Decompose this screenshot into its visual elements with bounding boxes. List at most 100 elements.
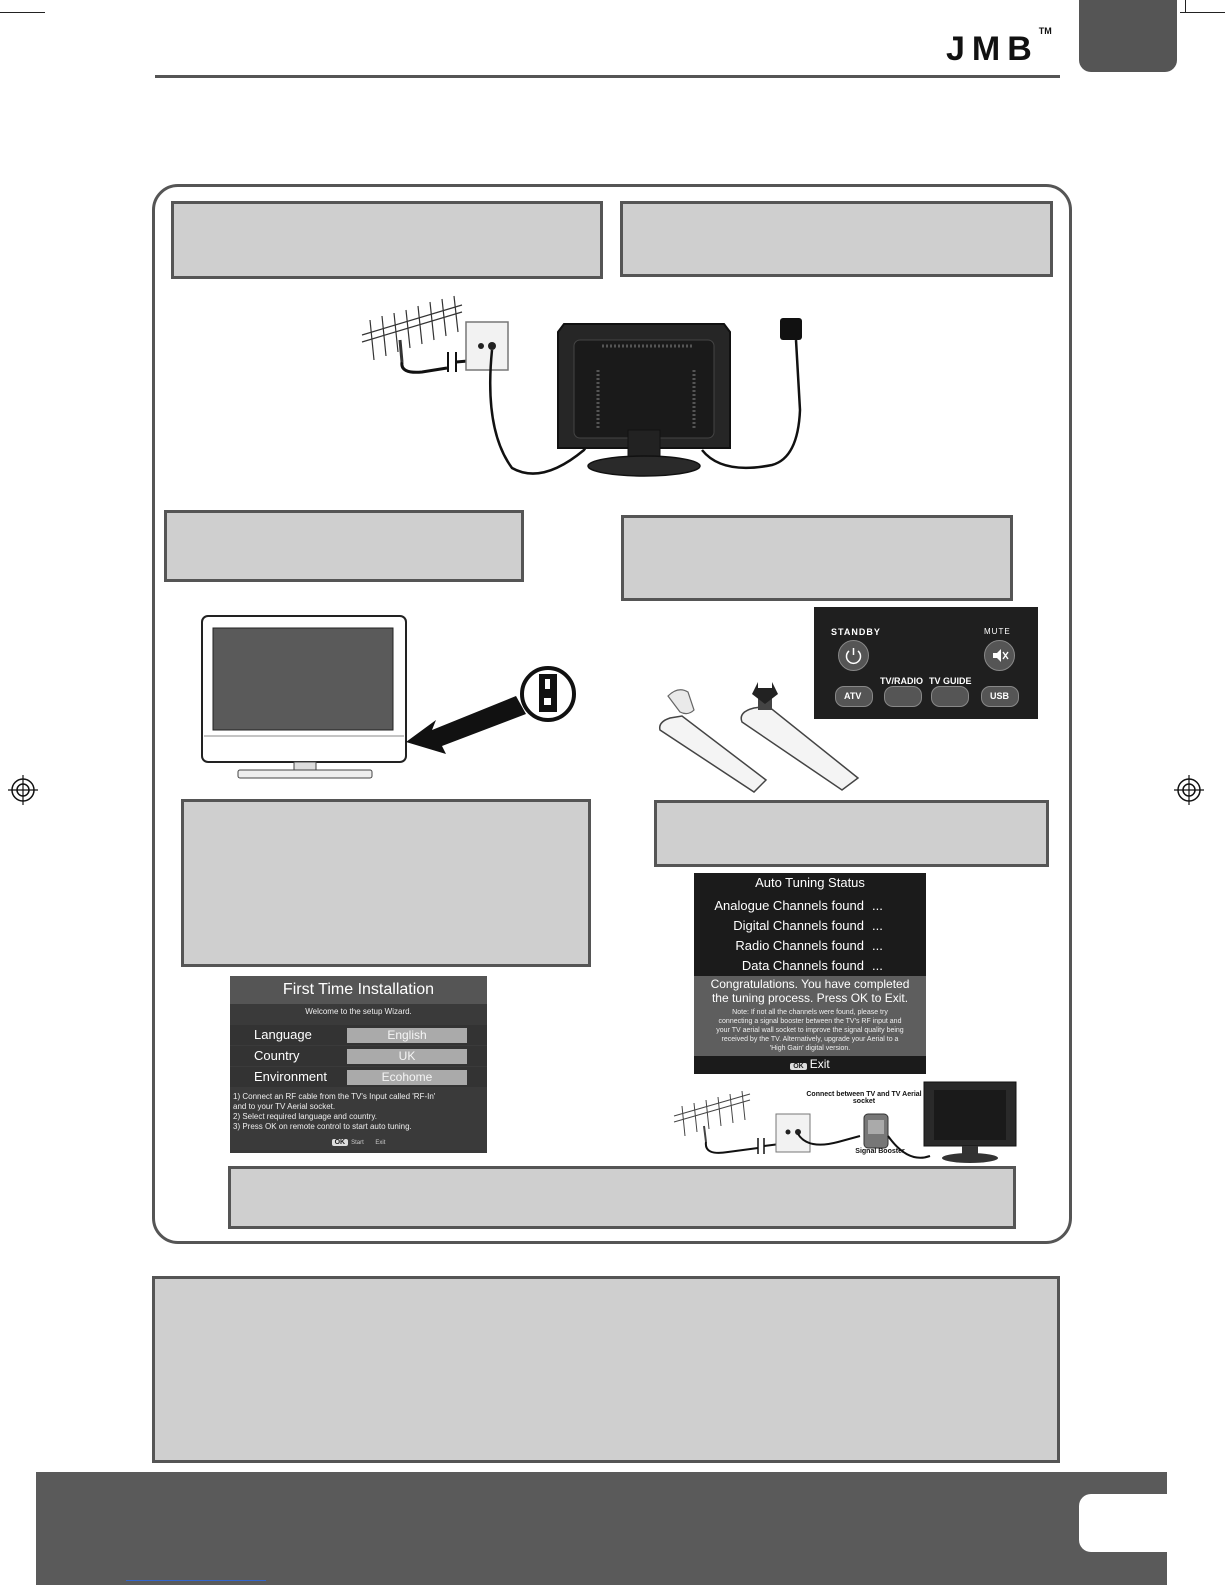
first-time-installation-menu: First Time Installation Welcome to the s…: [230, 976, 487, 1153]
power-icon: [845, 648, 862, 665]
remote-battery-diagram: [658, 682, 860, 793]
header-rule: [155, 75, 1060, 78]
signal-booster-diagram: [673, 1081, 1017, 1163]
remote-control-panel: STANDBY MUTE TV/RADIO TV GUIDE ATV USB: [814, 607, 1038, 719]
wall-socket-icon: [465, 321, 509, 371]
signal-booster-label: Signal Booster: [855, 1148, 905, 1155]
mute-button[interactable]: [984, 640, 1015, 671]
fti-row-language[interactable]: Language English: [230, 1025, 487, 1045]
usb-button[interactable]: USB: [981, 686, 1019, 707]
down-arrow-icon: [752, 682, 778, 704]
ats-row-dots: ...: [872, 958, 883, 973]
mute-icon: [993, 649, 1009, 662]
ats-row-dots: ...: [872, 938, 883, 953]
ok-key-icon: OK: [790, 1063, 807, 1070]
ats-title: Auto Tuning Status: [755, 875, 865, 890]
registration-mark-icon: [8, 775, 38, 805]
corner-tab: [1079, 0, 1177, 72]
signal-booster-icon: [863, 1113, 889, 1149]
booster-connect-line: socket: [852, 1098, 876, 1105]
ats-note-line: 'High Gain' digital version.: [769, 1045, 851, 1052]
ats-exit-label: Exit: [809, 1057, 830, 1071]
aerial-icon: [673, 1090, 751, 1143]
ats-row-dots: ...: [872, 898, 883, 913]
fti-title: First Time Installation: [230, 976, 487, 1004]
ats-row-data: Data Channels found ...: [694, 957, 926, 976]
fti-row-label: Language: [254, 1027, 312, 1042]
step-6-box: [654, 800, 1049, 867]
auto-tuning-status-panel: Auto Tuning Status Analogue Channels fou…: [694, 873, 926, 1074]
crop-mark: [1185, 0, 1186, 12]
arrow-icon: [406, 696, 526, 754]
tv-guide-button[interactable]: [931, 686, 969, 707]
fti-row-value: English: [347, 1028, 467, 1043]
aerial-icon: [361, 295, 463, 363]
ats-row-analogue: Analogue Channels found ...: [694, 897, 926, 916]
ats-row-dots: ...: [872, 918, 883, 933]
step-5-box: [181, 799, 591, 967]
note-box: [152, 1276, 1060, 1463]
registration-mark-icon: [1174, 775, 1204, 805]
fti-note-line: 3) Press OK on remote control to start a…: [233, 1122, 412, 1131]
footer-bar: [36, 1472, 1167, 1585]
tv-radio-label: TV/RADIO: [880, 676, 924, 686]
standby-button[interactable]: [838, 640, 869, 671]
fti-notes: 1) Connect an RF cable from the TV's Inp…: [233, 1092, 435, 1132]
tv-front-icon: [201, 615, 407, 779]
tv-connection-diagram: [361, 295, 802, 477]
atv-button[interactable]: ATV: [835, 686, 873, 707]
ats-row-radio: Radio Channels found ...: [694, 937, 926, 956]
fti-row-environment[interactable]: Environment Ecohome: [230, 1067, 487, 1087]
ats-congrats: Congratulations. You have completed the …: [694, 977, 926, 1005]
fti-note-line: 2) Select required language and country.: [233, 1112, 377, 1121]
fti-start-label: Start: [351, 1140, 364, 1146]
fti-note-line: and to your TV Aerial socket.: [233, 1102, 336, 1111]
ats-note-line: Note: If not all the channels were found…: [732, 1009, 888, 1016]
fti-row-label: Environment: [254, 1069, 327, 1084]
ats-congrats-line: Congratulations. You have completed: [710, 977, 910, 991]
step-7-box: [228, 1166, 1016, 1229]
step-3-box: [164, 510, 524, 582]
ats-row-label: Digital Channels found: [733, 918, 864, 933]
mute-label: MUTE: [984, 627, 1011, 636]
power-switch-icon: [520, 666, 576, 722]
tv-rear-icon: [923, 1081, 1017, 1163]
ats-row-label: Radio Channels found: [735, 938, 864, 953]
fti-row-value: UK: [347, 1049, 467, 1064]
ats-note: Note: If not all the channels were found…: [694, 1008, 926, 1053]
wall-socket-icon: [775, 1113, 811, 1153]
fti-row-value: Ecohome: [347, 1070, 467, 1085]
ats-congrats-line: the tuning process. Press OK to Exit.: [711, 991, 909, 1005]
step-1-box: [171, 201, 603, 279]
fti-row-country[interactable]: Country UK: [230, 1046, 487, 1066]
remote-back-icon: [658, 705, 860, 793]
step-2-box: [620, 201, 1053, 277]
booster-connect-line: Connect between TV and TV Aerial: [806, 1091, 922, 1098]
ats-note-line: connecting a signal booster between the …: [718, 1018, 902, 1025]
fti-exit-label: Exit: [375, 1140, 386, 1146]
brand-logo: JMBTM: [946, 25, 1052, 68]
ats-row-label: Data Channels found: [741, 958, 864, 973]
booster-connect-label: Connect between TV and TV Aerial socket: [796, 1091, 932, 1105]
atv-label: ATV: [844, 691, 862, 701]
usb-label: USB: [990, 691, 1010, 701]
standby-label: STANDBY: [831, 627, 881, 637]
ats-note-line: your TV aerial wall socket to improve th…: [716, 1027, 904, 1034]
tv-front-diagram: [201, 615, 576, 779]
tv-rear-icon: [557, 323, 731, 477]
step-4-box: [621, 515, 1013, 601]
ats-row-label: Analogue Channels found: [714, 898, 864, 913]
ats-message: Congratulations. You have completed the …: [694, 976, 926, 1056]
ok-key-icon: OK: [331, 1139, 349, 1146]
tv-guide-label: TV GUIDE: [929, 676, 972, 686]
quick-start-frame: [152, 184, 1072, 1244]
ats-row-digital: Digital Channels found ...: [694, 917, 926, 936]
ats-note-line: received by the TV. Alternatively, upgra…: [721, 1036, 899, 1043]
fti-welcome: Welcome to the setup Wizard.: [305, 1007, 412, 1016]
fti-row-label: Country: [254, 1048, 300, 1063]
fti-note-line: 1) Connect an RF cable from the TV's Inp…: [233, 1092, 436, 1101]
tv-radio-button[interactable]: [884, 686, 922, 707]
crop-mark: [1180, 12, 1225, 13]
